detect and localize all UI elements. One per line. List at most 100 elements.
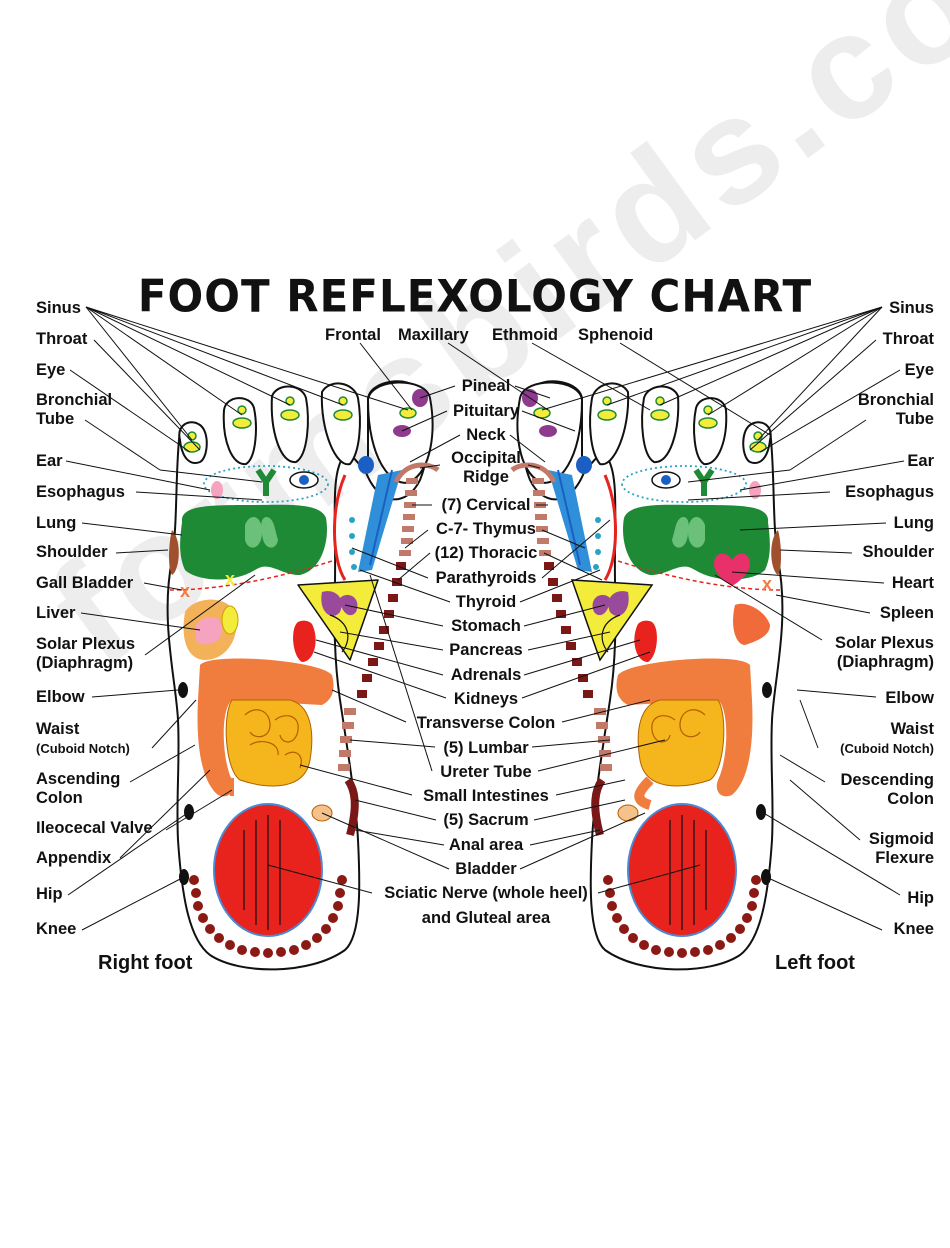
label-descending-line1: Descending [840,771,934,789]
label-pituitary: Pituitary [452,402,520,420]
left-foot-label: Left foot [775,952,855,974]
label-esophagus-right-foot: Esophagus [36,483,125,501]
label-maxillary: Maxillary [398,326,469,344]
label-elbow-left-foot: Elbow [885,689,934,707]
label-heart: Heart [891,574,934,592]
label-waist-line1: Waist [36,720,80,738]
right-toe-4 [222,397,257,466]
label-lumbar: (5) Lumbar [443,739,529,757]
label-sphenoid: Sphenoid [578,326,654,344]
label-esophagus-left-foot: Esophagus [845,483,934,501]
label-solar-plexus-left-foot: Solar Plexus (Diaphragm) [835,634,934,672]
label-hip-right-foot: Hip [36,885,63,903]
right-spine [399,478,418,556]
label-transverse-colon: Transverse Colon [416,714,556,732]
label-knee-left-foot: Knee [893,920,934,938]
right-ear-marker [211,481,223,499]
label-parathyroids: Parathyroids [435,569,537,587]
label-thoracic: (12) Thoracic [434,544,538,562]
svg-text:x: x [762,574,772,594]
label-bronchial-line1: Bronchial [857,391,934,409]
label-ascending-line1: Ascending [36,770,121,788]
label-stomach: Stomach [451,617,521,635]
label-elbow-right-foot: Elbow [36,688,85,706]
label-eye-left-foot: Eye [904,361,934,379]
label-solar-line1: Solar Plexus [36,635,136,653]
label-descending-line2: Colon [887,790,934,808]
label-anal-area: Anal area [448,836,524,854]
label-pineal: Pineal [461,377,511,395]
svg-text:x: x [180,581,190,601]
label-knee-right-foot: Knee [36,920,77,938]
label-eye-right-foot: Eye [36,361,66,379]
label-ileocecal-valve: Ileocecal Valve [36,819,153,837]
label-gall-bladder: Gall Bladder [36,574,134,592]
label-solar-plexus-right-foot: Solar Plexus (Diaphragm) [36,635,135,673]
label-lung-right-foot: Lung [36,514,77,532]
right-stomach-zone [297,579,379,661]
right-toe-2 [320,382,361,466]
label-cervical: (7) Cervical [441,496,531,514]
label-occipital-line1: Occipital [451,449,521,467]
label-liver: Liver [36,604,76,622]
label-thyroid: Thyroid [455,593,517,611]
label-shoulder-left-foot: Shoulder [862,543,934,561]
label-bronchial-left-foot: Bronchial Tube [858,391,934,429]
label-lung-left-foot: Lung [893,514,934,532]
right-heel-beads [189,875,347,958]
label-frontal: Frontal [325,326,381,344]
label-sigmoid-line1: Sigmoid [868,830,934,848]
label-waist-line1: Waist [890,720,934,738]
label-ascending-line2: Colon [36,789,83,807]
label-sinus-left-foot: Sinus [889,299,934,317]
label-appendix: Appendix [36,849,112,867]
label-bronchial-line2: Tube [895,410,934,428]
label-ear-left-foot: Ear [907,452,934,470]
label-waist-line2: (Cuboid Notch) [840,741,934,756]
label-sigmoid-line2: Flexure [875,849,934,867]
right-foot: x x [166,380,440,971]
label-sacrum: (5) Sacrum [443,811,529,829]
label-ear-right-foot: Ear [36,452,63,470]
label-bronchial-line1: Bronchial [36,391,113,409]
label-adrenals: Adrenals [450,666,522,684]
label-throat-right-foot: Throat [36,330,88,348]
label-waist-left-foot: Waist (Cuboid Notch) [840,720,934,758]
svg-text:x: x [225,569,235,589]
label-waist-line2: (Cuboid Notch) [36,741,130,756]
label-waist-right-foot: Waist (Cuboid Notch) [36,720,130,758]
label-occipital-ridge: Occipital Ridge [386,449,586,487]
label-bronchial-right-foot: Bronchial Tube [36,391,112,429]
right-sinus-markers [183,396,417,453]
label-ascending-colon: Ascending Colon [36,770,120,808]
label-ureter-tube: Ureter Tube [440,763,532,781]
label-throat-left-foot: Throat [882,330,934,348]
label-neck: Neck [466,426,506,444]
label-sinus-right-foot: Sinus [36,299,81,317]
right-colon [197,658,334,797]
label-occipital-line2: Ridge [463,468,509,486]
label-sigmoid-flexure: Sigmoid Flexure [869,830,934,868]
spleen [733,603,770,645]
label-solar-line2: (Diaphragm) [36,654,134,672]
label-hip-left-foot: Hip [907,889,934,907]
label-descending-colon: Descending Colon [840,771,934,809]
label-gluteal-area: and Gluteal area [421,909,551,927]
label-spleen: Spleen [879,604,934,622]
label-sciatic-nerve: Sciatic Nerve (whole heel) [384,884,588,902]
label-thymus: C-7- Thymus [436,520,536,538]
label-bronchial-line2: Tube [36,410,75,428]
right-kidney [293,620,316,662]
label-bladder: Bladder [455,860,517,878]
label-pancreas: Pancreas [449,641,523,659]
label-small-intestines: Small Intestines [423,787,549,805]
chart-title: FOOT REFLEXOLOGY CHART [137,270,813,323]
label-ethmoid: Ethmoid [492,326,558,344]
leader-lines [65,306,905,931]
label-solar-line1: Solar Plexus [834,634,934,652]
right-foot-label: Right foot [98,952,193,974]
label-shoulder-right-foot: Shoulder [36,543,108,561]
right-toe-3 [270,385,309,464]
